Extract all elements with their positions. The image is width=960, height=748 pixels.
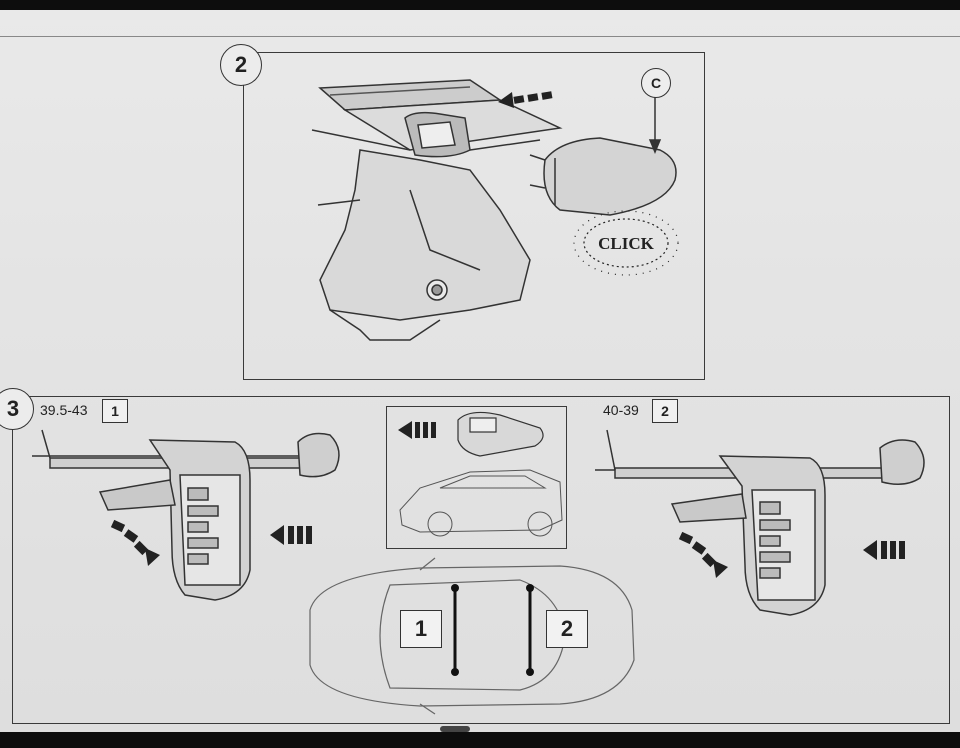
left-position-box: 1: [102, 399, 128, 423]
direction-inset-panel: [386, 406, 567, 549]
inset-push-arrow-icon: [398, 421, 436, 439]
car-position-2-label: 2: [546, 610, 588, 648]
car-position-1-label: 1: [400, 610, 442, 648]
inset-car-side-drawing: [399, 469, 563, 537]
inset-clamp-profile-drawing: [457, 411, 544, 457]
right-position-box: 2: [652, 399, 678, 423]
header-divider: [0, 36, 960, 37]
step3-left-rotate-arrow-icon: [110, 519, 160, 566]
step-2-panel: [243, 52, 705, 380]
page-footer-mark: [440, 726, 470, 732]
click-label: CLICK: [598, 234, 654, 253]
instruction-sheet: 2 3 C CLICK 39.5-43 1 40-39 2 1 2: [0, 10, 960, 732]
left-measurement: 39.5-43: [40, 402, 88, 418]
click-starburst-icon: [573, 210, 679, 276]
step2-end-cap-drawing: [529, 95, 677, 216]
step2-foot-drawing: [317, 149, 531, 341]
step2-push-arrow-icon: [498, 91, 553, 108]
crossbar-end-dots: [451, 584, 534, 676]
top-view-car-drawing: [309, 557, 635, 715]
illustration-drawings: [32, 79, 925, 715]
step3-left-clamp-drawing: [98, 439, 251, 601]
step3-right-clamp-drawing: [670, 455, 826, 616]
step2-roof-bar-drawing: [311, 79, 563, 158]
right-measurement: 40-39: [603, 402, 639, 418]
step3-right-rotate-arrow-icon: [678, 531, 728, 578]
step3-right-push-arrow-icon: [863, 540, 905, 560]
end-cap-callout-label: C: [641, 68, 671, 98]
step-3-panel: [12, 396, 950, 724]
step-2-number: 2: [220, 44, 262, 86]
step3-left-push-arrow-icon: [270, 525, 312, 545]
crossbar-position-markers: [453, 588, 532, 672]
step-3-number: 3: [0, 388, 34, 430]
